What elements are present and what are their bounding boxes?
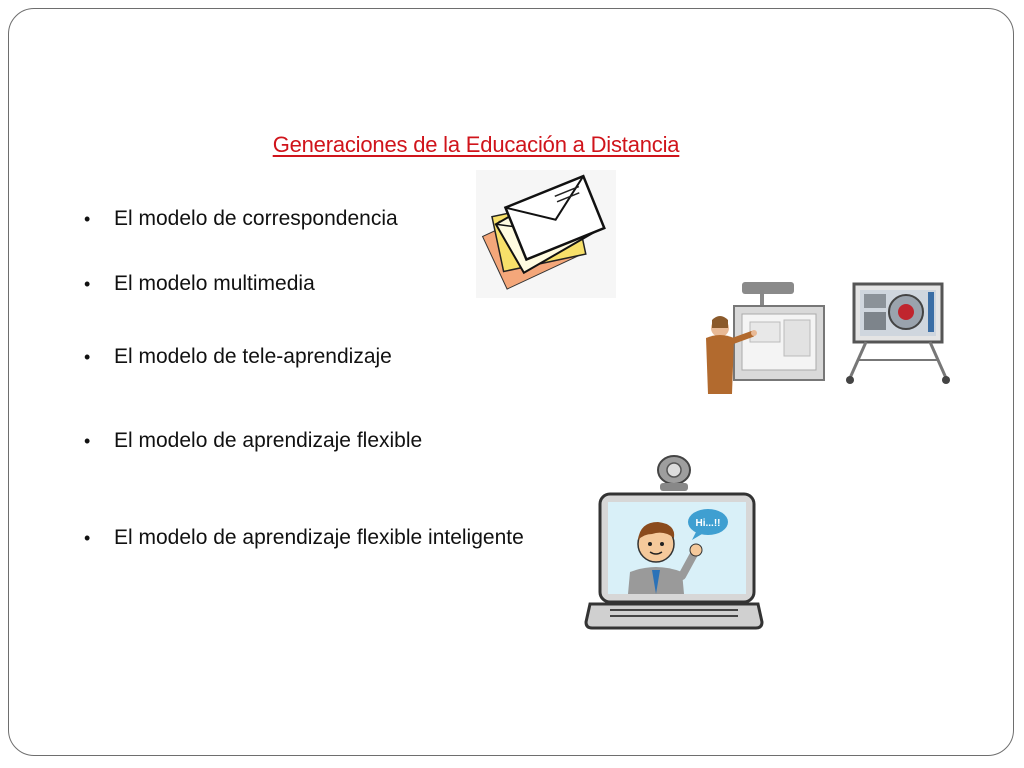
interactive-whiteboard-icon: [706, 282, 825, 394]
bullet-item: • El modelo de tele-aprendizaje: [84, 344, 392, 370]
bullet-text: El modelo de correspondencia: [114, 207, 398, 230]
bullet-text: El modelo de aprendizaje flexible: [114, 429, 423, 452]
slide-frame: [8, 8, 1014, 756]
laptop-webcam-icon: Hi...!!: [584, 455, 764, 630]
bullet-dot: •: [84, 347, 91, 367]
bullet-dot: •: [84, 528, 91, 548]
bullet-item: • El modelo de aprendizaje flexible: [84, 428, 422, 454]
bullet-dot: •: [84, 431, 91, 451]
bullet-dot: •: [84, 274, 91, 294]
bullet-text: El modelo de aprendizaje flexible inteli…: [114, 526, 524, 549]
speech-bubble-text: Hi...!!: [696, 518, 721, 529]
bullet-item: • El modelo de aprendizaje flexible intel…: [84, 525, 524, 551]
bullet-item: • El modelo de correspondencia: [84, 206, 398, 232]
bullet-item: • El modelo multimedia: [84, 271, 315, 297]
bullet-dot: •: [84, 209, 91, 229]
bullet-text: El modelo de tele-aprendizaje: [114, 345, 392, 368]
letters-envelopes-icon: [476, 170, 616, 298]
smart-board-stand-icon: [846, 282, 950, 384]
bullet-text: El modelo multimedia: [114, 272, 315, 295]
slide-title: Generaciones de la Educación a Distancia: [272, 132, 680, 157]
